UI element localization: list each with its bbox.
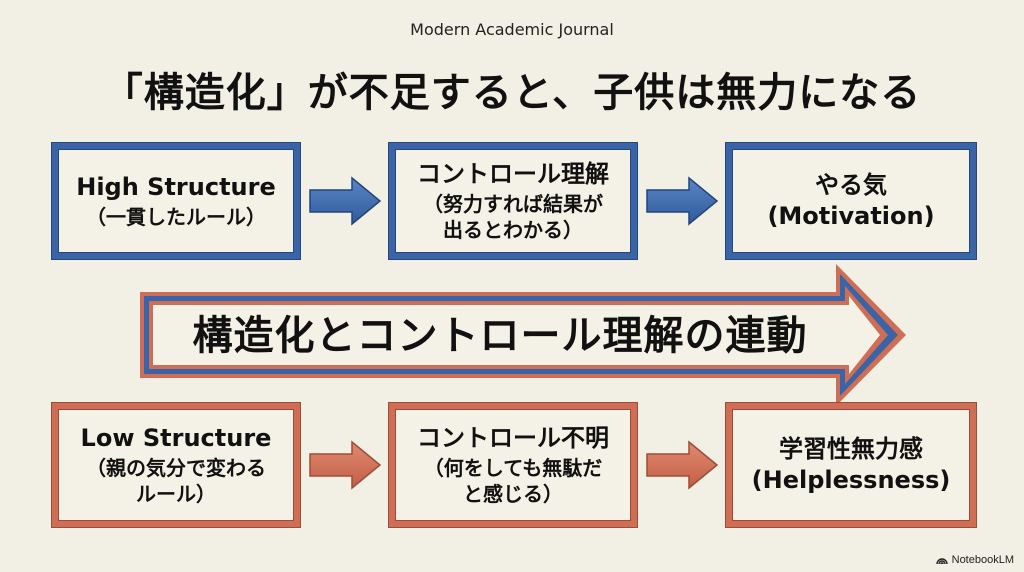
high-structure-box: High Structure （一貫したルール）	[52, 143, 300, 259]
learned-helplessness-box: 学習性無力感 (Helplessness)	[726, 403, 976, 527]
notebooklm-logo-icon	[935, 558, 948, 565]
box-subtext: （何をしても無駄だ	[423, 455, 603, 480]
motivation-box: やる気 (Motivation)	[726, 143, 976, 259]
arrow-right-icon	[309, 176, 382, 226]
box-subtext-2: と感じる）	[463, 481, 563, 506]
box-subtext: （努力すれば結果が	[423, 191, 603, 216]
box-subtext: (Helplessness)	[751, 466, 951, 494]
box-heading: やる気	[815, 170, 887, 199]
control-unclear-box: コントロール不明 （何をしても無駄だ と感じる）	[389, 403, 637, 527]
box-heading: 学習性無力感	[779, 434, 923, 463]
arrow-right-icon	[309, 440, 382, 490]
box-subtext: (Motivation)	[767, 202, 935, 230]
arrow-right-icon	[646, 176, 719, 226]
box-heading: コントロール不明	[417, 424, 609, 453]
box-heading: High Structure	[76, 173, 276, 202]
box-subtext-2: ルール）	[136, 481, 216, 506]
brand-name: NotebookLM	[951, 554, 1014, 566]
arrow-right-icon	[646, 440, 719, 490]
box-heading: Low Structure	[80, 424, 272, 453]
linkage-big-arrow	[140, 264, 906, 406]
journal-name: Modern Academic Journal	[410, 20, 614, 39]
control-understanding-box: コントロール理解 （努力すれば結果が 出るとわかる）	[389, 143, 637, 259]
box-heading: コントロール理解	[417, 160, 609, 189]
box-subtext: （親の気分で変わる	[86, 455, 266, 480]
box-subtext-2: 出るとわかる）	[443, 217, 583, 242]
box-subtext: （一貫したルール）	[86, 204, 266, 229]
brand-watermark: NotebookLM	[935, 554, 1014, 566]
linkage-label: 構造化とコントロール理解の連動	[192, 313, 808, 359]
slide-title: 「構造化」が不足すると、子供は無力になる	[102, 70, 922, 116]
low-structure-box: Low Structure （親の気分で変わる ルール）	[52, 403, 300, 527]
